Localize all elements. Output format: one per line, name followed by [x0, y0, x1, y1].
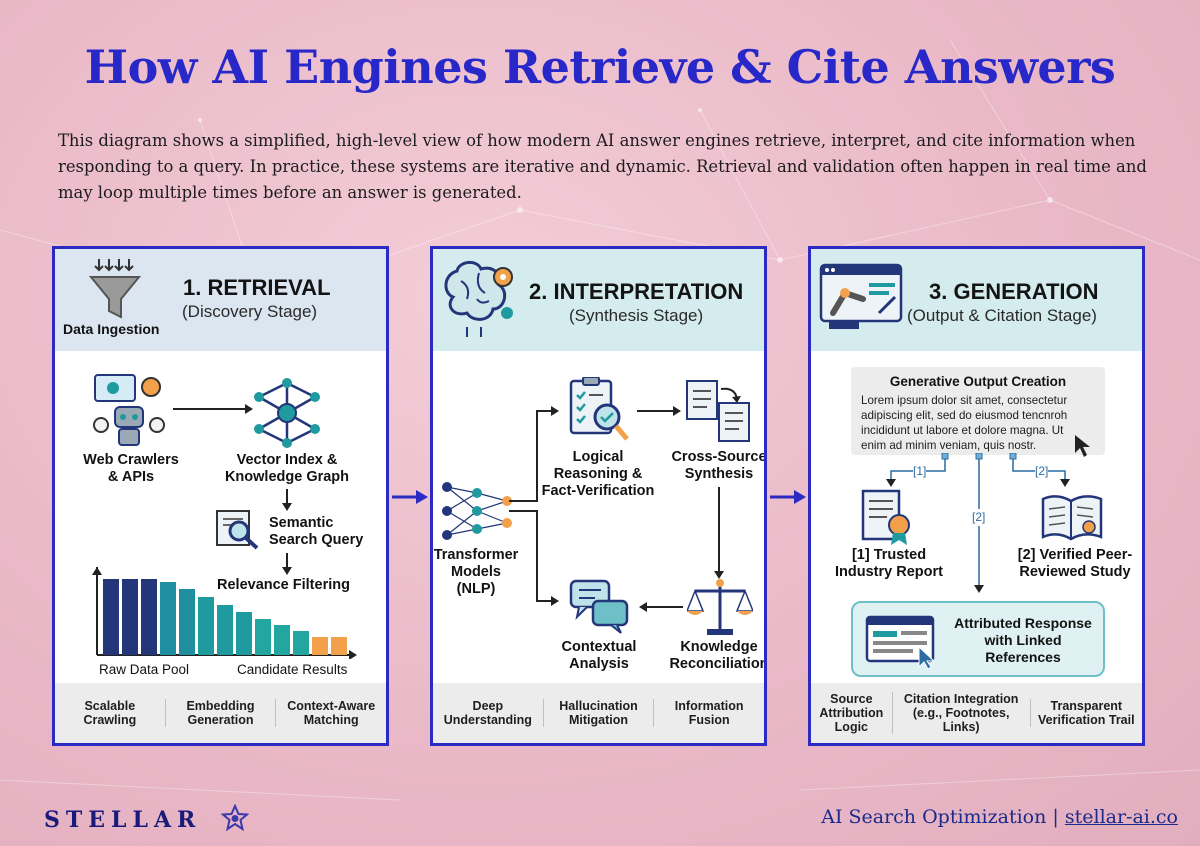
retrieval-title: 1. RETRIEVAL — [183, 275, 331, 300]
relevance-bars — [92, 567, 357, 659]
interpretation-subtitle: (Synthesis Stage) — [569, 306, 704, 325]
scales-icon — [687, 579, 753, 635]
citation-tag-2: [2] — [1035, 463, 1049, 480]
arrow-down-icon — [282, 489, 292, 511]
attributed-response-label: Attributed Response with Linked Referenc… — [954, 615, 1092, 665]
arrow-left-icon — [639, 602, 683, 612]
citation-tag-2-center: [2] — [972, 509, 986, 526]
network-graph-icon — [254, 378, 320, 448]
checklist-magnifier-icon — [569, 377, 629, 441]
magnifier-document-icon — [216, 510, 259, 550]
certificate-report-icon — [861, 489, 910, 545]
interpretation-footer: Deep Understanding Hallucination Mitigat… — [433, 683, 764, 743]
generation-footer: Source Attribution Logic Citation Integr… — [811, 683, 1142, 743]
footer-cell: Hallucination Mitigation — [542, 699, 654, 727]
contextual-analysis-label: Contextual Analysis — [561, 639, 637, 672]
website-link[interactable]: stellar-ai.co — [1064, 806, 1178, 828]
bar — [141, 579, 157, 655]
crawlers-label: Web Crawlers & APIs — [83, 452, 179, 485]
arrow-down-icon — [282, 553, 292, 575]
page-title: How AI Engines Retrieve & Cite Answers — [84, 40, 1116, 94]
output-title: Generative Output Creation — [889, 374, 1067, 389]
generation-subtitle: (Output & Citation Stage) — [907, 306, 1097, 325]
output-text: Lorem ipsum dolor sit amet, consectetur … — [861, 394, 1068, 452]
footer-cell: Embedding Generation — [164, 699, 276, 727]
retrieval-footer: Scalable Crawling Embedding Generation C… — [55, 683, 386, 743]
bar — [179, 589, 195, 655]
chat-bubbles-icon — [569, 579, 629, 634]
brain-gear-icon — [444, 261, 513, 337]
bar — [198, 597, 214, 655]
arrow-down-icon — [714, 487, 724, 579]
knowledge-reconciliation-label: Knowledge Reconciliation — [669, 639, 767, 672]
citation-tag-1: [1] — [913, 463, 927, 480]
semantic-query-label: Semantic Search Query — [269, 515, 364, 548]
brand-name: STELLAR — [44, 807, 202, 833]
relevance-filtering-label: Relevance Filtering — [217, 577, 350, 593]
robot-crawler-icon — [93, 374, 165, 446]
brand-logo: STELLAR — [44, 803, 250, 833]
star-icon — [220, 803, 250, 832]
stage-arrow-icon — [392, 490, 428, 504]
bar — [255, 619, 271, 655]
footer-cell: Citation Integration (e.g., Footnotes, L… — [891, 692, 1030, 734]
stage-arrow-icon — [770, 490, 806, 504]
bar — [236, 612, 252, 655]
bar — [160, 582, 176, 655]
footer-cell: Deep Understanding — [443, 699, 532, 727]
generative-output-box: Generative Output Creation Lorem ipsum d… — [851, 367, 1105, 455]
candidate-results-label: Candidate Results — [237, 662, 348, 677]
retrieval-panel: Data Ingestion 1. RETRIEVAL (Discovery S… — [52, 246, 389, 746]
cross-source-synthesis-label: Cross-Source Synthesis — [671, 449, 767, 482]
interpretation-header: 2. INTERPRETATION (Synthesis Stage) — [433, 249, 764, 351]
funnel-icon — [88, 259, 142, 319]
footer-cell: Source Attribution Logic — [819, 692, 884, 734]
trusted-report-label: [1] Trusted Industry Report — [835, 547, 943, 580]
interpretation-title: 2. INTERPRETATION — [529, 279, 744, 304]
arrow-right-icon — [173, 404, 253, 414]
raw-data-pool-label: Raw Data Pool — [99, 662, 190, 677]
cursor-icon — [1075, 435, 1090, 457]
bar — [122, 579, 138, 655]
footer-cell: Information Fusion — [653, 699, 764, 727]
attributed-response-card: Attributed Response with Linked Referenc… — [851, 601, 1105, 677]
footer-tagline: AI Search Optimization | stellar-ai.co — [821, 806, 1178, 828]
generation-panel: 3. GENERATION (Output & Citation Stage) … — [808, 246, 1145, 746]
footer-cell: Context-Aware Matching — [275, 699, 386, 727]
robot-arm-screen-icon — [819, 263, 903, 329]
bar — [293, 631, 309, 655]
bar — [217, 605, 233, 655]
intro-paragraph: This diagram shows a simplified, high-le… — [58, 131, 1147, 202]
neural-network-icon — [442, 482, 512, 540]
footer-cell: Transparent Verification Trail — [1029, 699, 1142, 727]
retrieval-subtitle: (Discovery Stage) — [182, 302, 318, 321]
generation-title: 3. GENERATION — [929, 279, 1099, 304]
open-book-icon — [1041, 495, 1103, 541]
data-ingestion-label: Data Ingestion — [63, 321, 160, 337]
interpretation-panel: 2. INTERPRETATION (Synthesis Stage) Tran… — [430, 246, 767, 746]
bar — [103, 579, 119, 655]
footer-cell: Scalable Crawling — [83, 699, 137, 727]
bar — [331, 637, 347, 655]
tagline-text: AI Search Optimization | — [821, 806, 1059, 828]
logical-reasoning-label: Logical Reasoning & Fact-Verification — [541, 449, 655, 499]
vector-index-label: Vector Index & Knowledge Graph — [224, 452, 350, 485]
arrow-right-icon — [637, 406, 681, 416]
branch-connector — [509, 406, 559, 606]
verified-study-label: [2] Verified Peer- Reviewed Study — [1017, 547, 1133, 580]
bar — [312, 637, 328, 655]
documents-icon — [686, 380, 750, 442]
generation-header: 3. GENERATION (Output & Citation Stage) — [811, 249, 1142, 351]
bar — [274, 625, 290, 655]
browser-window-icon — [865, 615, 936, 669]
retrieval-header: Data Ingestion 1. RETRIEVAL (Discovery S… — [55, 249, 386, 351]
transformer-label: Transformer Models (NLP) — [433, 547, 519, 597]
